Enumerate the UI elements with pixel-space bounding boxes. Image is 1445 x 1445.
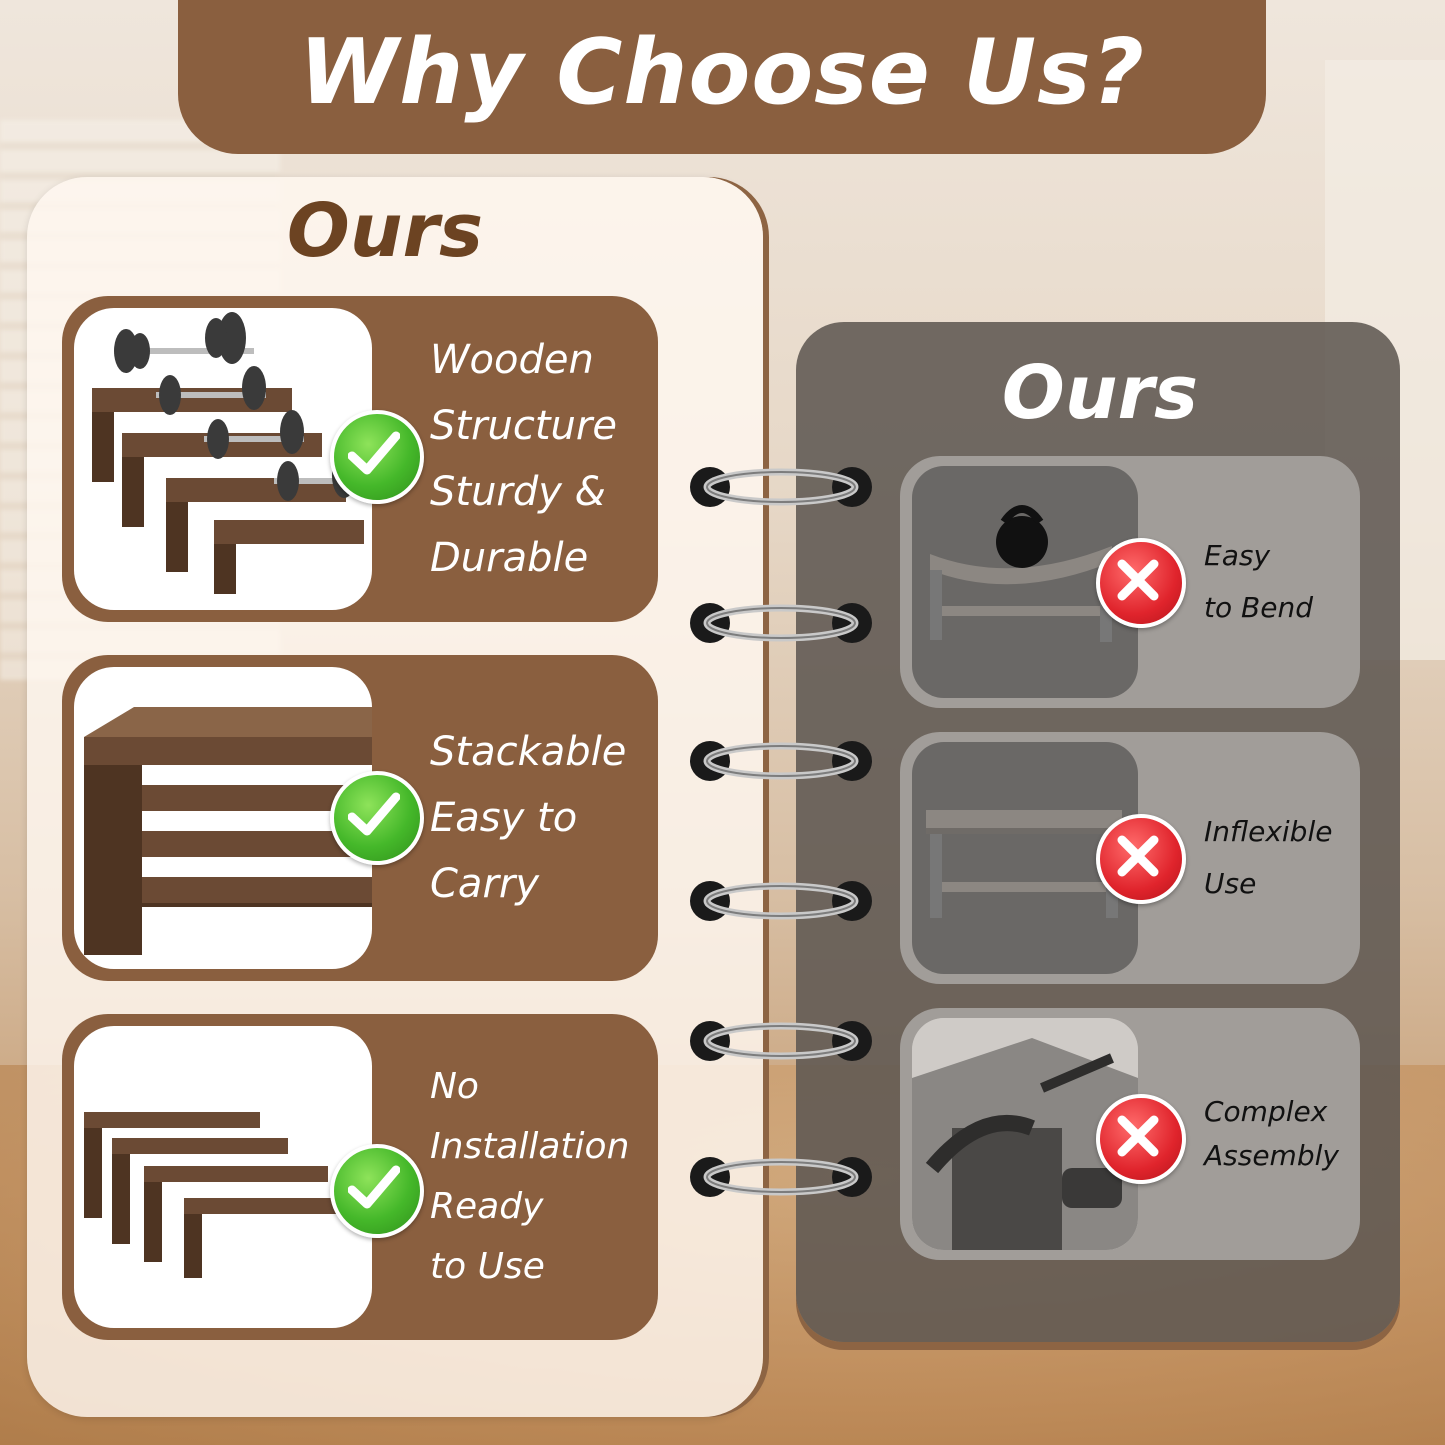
left-card-2: Stackable Easy to Carry [62,655,658,981]
right-card-3-line-1: Complex [1204,1095,1328,1128]
binder-ring-icon [690,467,872,507]
cross-icon [1096,814,1186,904]
right-card-1-line-2: to Bend [1204,591,1313,624]
left-card-3-line-4: to Use [430,1246,545,1287]
left-card-1-line-4: Durable [430,535,589,581]
check-icon [330,771,424,865]
stacked-shelves-image [74,667,372,969]
right-card-2: Inflexible Use [900,732,1360,984]
right-card-1: Easy to Bend [900,456,1360,708]
right-card-2-line-2: Use [1204,867,1257,900]
left-card-3: No Installation Ready to Use [62,1014,658,1340]
check-icon [330,1144,424,1238]
assembly-with-tools-image [912,1018,1138,1250]
right-panel-heading: Ours [1001,350,1199,436]
left-card-2-line-2: Easy to [430,795,578,841]
left-card-3-line-1: No [430,1066,479,1107]
left-card-1-line-2: Structure [430,403,617,449]
binder-ring-icon [690,881,872,921]
right-card-3-line-2: Assembly [1204,1139,1339,1172]
cross-icon [1096,538,1186,628]
left-card-2-line-3: Carry [430,861,540,907]
right-card-2-text: Inflexible Use [1204,732,1350,984]
right-card-1-text: Easy to Bend [1204,456,1350,708]
title-banner: Why Choose Us? [178,0,1266,154]
cross-icon [1096,1094,1186,1184]
left-card-3-line-2: Installation [430,1126,630,1167]
tiered-shelves-image [74,1026,372,1328]
left-card-3-text: No Installation Ready to Use [430,1014,642,1340]
left-card-1: Wooden Structure Sturdy & Durable [62,296,658,622]
binder-ring-icon [690,741,872,781]
binder-ring-icon [690,1021,872,1061]
check-icon [330,410,424,504]
left-card-1-line-1: Wooden [430,337,594,383]
right-card-2-line-1: Inflexible [1204,815,1333,848]
bent-shelf-with-kettlebell-image [912,466,1138,698]
left-card-2-text: Stackable Easy to Carry [430,655,642,981]
binder-ring-icon [690,603,872,643]
page-title: Why Choose Us? [299,20,1145,125]
binder-ring-icon [690,1157,872,1197]
right-card-3: Complex Assembly [900,1008,1360,1260]
left-card-2-line-1: Stackable [430,729,627,775]
left-card-1-line-3: Sturdy & [430,469,606,515]
right-card-1-line-1: Easy [1204,539,1271,572]
left-card-1-text: Wooden Structure Sturdy & Durable [430,296,642,622]
weights-on-shelves-image [74,308,372,610]
left-panel-heading: Ours [286,188,484,274]
left-card-3-line-3: Ready [430,1186,544,1227]
right-card-3-text: Complex Assembly [1204,1008,1350,1260]
